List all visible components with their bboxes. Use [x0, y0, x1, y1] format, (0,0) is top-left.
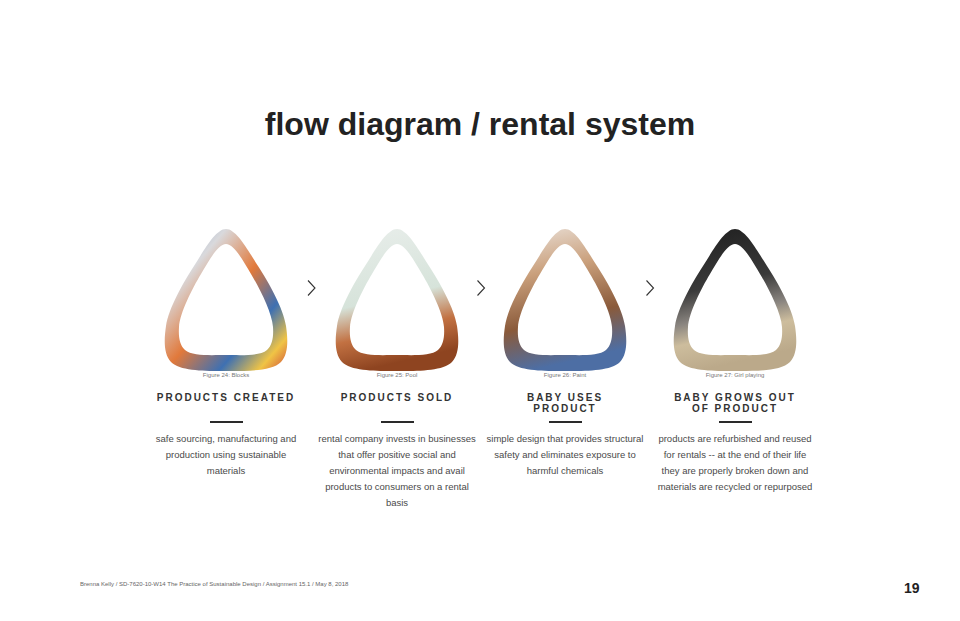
chevron: [308, 281, 315, 296]
chevron: [647, 281, 654, 296]
step-heading: BABY GROWS OUT OF PRODUCT: [670, 392, 800, 416]
ring-shape: [336, 229, 459, 371]
ring-shape: [165, 229, 288, 371]
heading-divider: [719, 421, 752, 423]
figure-caption: Figure 26: Paint: [475, 371, 655, 379]
flow-step: Figure 24: BlocksPRODUCTS CREATED safe so…: [136, 225, 316, 525]
step-description: safe sourcing, manufacturing and product…: [151, 431, 301, 479]
photo-ring: [498, 228, 632, 372]
page-number: 19: [904, 580, 920, 596]
heading-divider: [549, 421, 582, 423]
ring-shape: [674, 229, 797, 371]
photo-ring: [330, 228, 464, 372]
step-description: rental company invests in businesses tha…: [317, 431, 477, 511]
photo-ring: [159, 228, 293, 372]
flow-arrow: [647, 281, 654, 296]
heading-divider: [210, 421, 243, 423]
flow-step: Figure 26: PaintBABY USES PRODUCT simple …: [475, 225, 655, 525]
figure-caption: Figure 24: Blocks: [136, 371, 316, 379]
step-heading: PRODUCTS CREATED: [141, 392, 311, 416]
flow-step: Figure 25: PoolPRODUCTS SOLD rental compa…: [307, 225, 487, 525]
chevron: [478, 281, 485, 296]
photo-ring: [668, 228, 802, 372]
figure-caption: Figure 25: Pool: [307, 371, 487, 379]
flow-step: Figure 27: Girl playingBABY GROWS OUT OF…: [645, 225, 825, 525]
step-description: simple design that provides structural s…: [483, 431, 648, 479]
diagram-title: flow diagram / rental system: [0, 104, 960, 144]
flow-arrow: [478, 281, 485, 296]
step-description: products are refurbished and reused for …: [655, 431, 815, 495]
heading-divider: [381, 421, 414, 423]
step-heading: BABY USES PRODUCT: [515, 392, 615, 416]
ring-shape: [504, 229, 627, 371]
flow-arrow: [308, 281, 315, 296]
footer-credit: Brenna Kelly / SD-7620-10-W14 The Practi…: [80, 581, 348, 587]
figure-caption: Figure 27: Girl playing: [645, 371, 825, 379]
step-heading: PRODUCTS SOLD: [312, 392, 482, 416]
